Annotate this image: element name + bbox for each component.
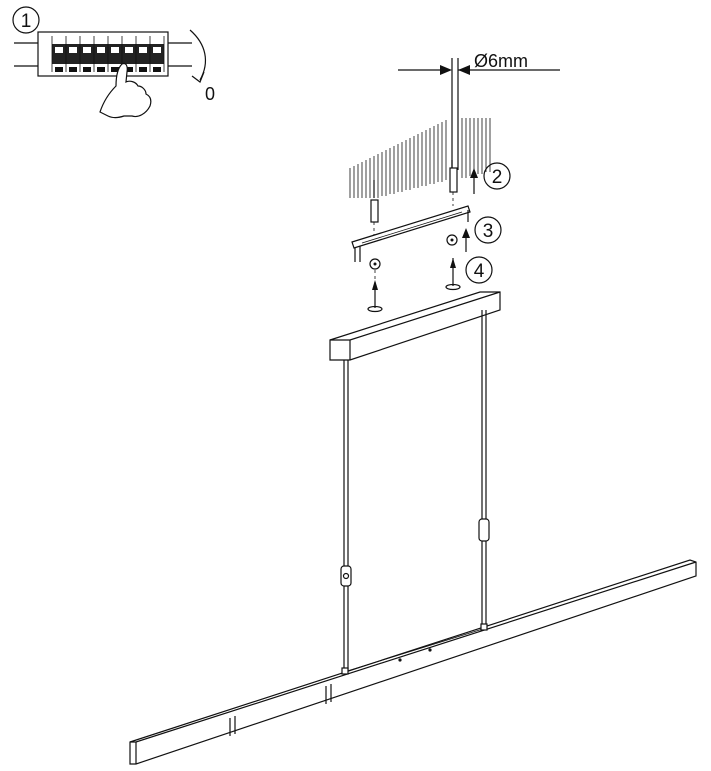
step-4-group: 4: [367, 256, 493, 313]
step-3-circle: [474, 216, 502, 244]
wall-plug-left-icon: [370, 199, 379, 223]
step-1-group: 1: [12, 6, 215, 119]
hand-icon: [99, 62, 152, 119]
step-3-group: 3: [351, 205, 502, 262]
drill-bit-group: Ø6mm: [398, 51, 560, 170]
step-3-number: 3: [483, 221, 494, 242]
step-4-number: 4: [474, 261, 485, 282]
drill-diameter-label: Ø6mm: [474, 51, 528, 71]
rotate-arrow-icon: [189, 29, 207, 81]
step-4-circle: [465, 256, 493, 284]
pendant-lamp-bar-icon: [129, 559, 697, 765]
circuit-breaker-panel-icon: [14, 31, 192, 77]
suspension-cables: [340, 310, 490, 672]
step-1-circle: [12, 6, 40, 34]
step-1-number: 1: [21, 11, 32, 32]
screw-right-icon: [445, 258, 461, 291]
step-2-group: 2: [370, 162, 511, 240]
screw-left-icon: [367, 280, 383, 313]
washer-left-icon: [369, 258, 381, 270]
ceiling-canopy-icon: [329, 291, 501, 361]
cable-gripper-left-icon: [340, 565, 352, 587]
step-2-circle: [483, 162, 511, 190]
breaker-off-label: 0: [205, 84, 215, 104]
washer-right-icon: [446, 234, 458, 246]
ceiling-hatching: [349, 118, 491, 198]
step-2-number: 2: [492, 167, 503, 188]
wall-plug-right-icon: [449, 167, 458, 193]
cable-gripper-right-icon: [478, 518, 490, 542]
mounting-bracket-icon: [351, 205, 471, 249]
